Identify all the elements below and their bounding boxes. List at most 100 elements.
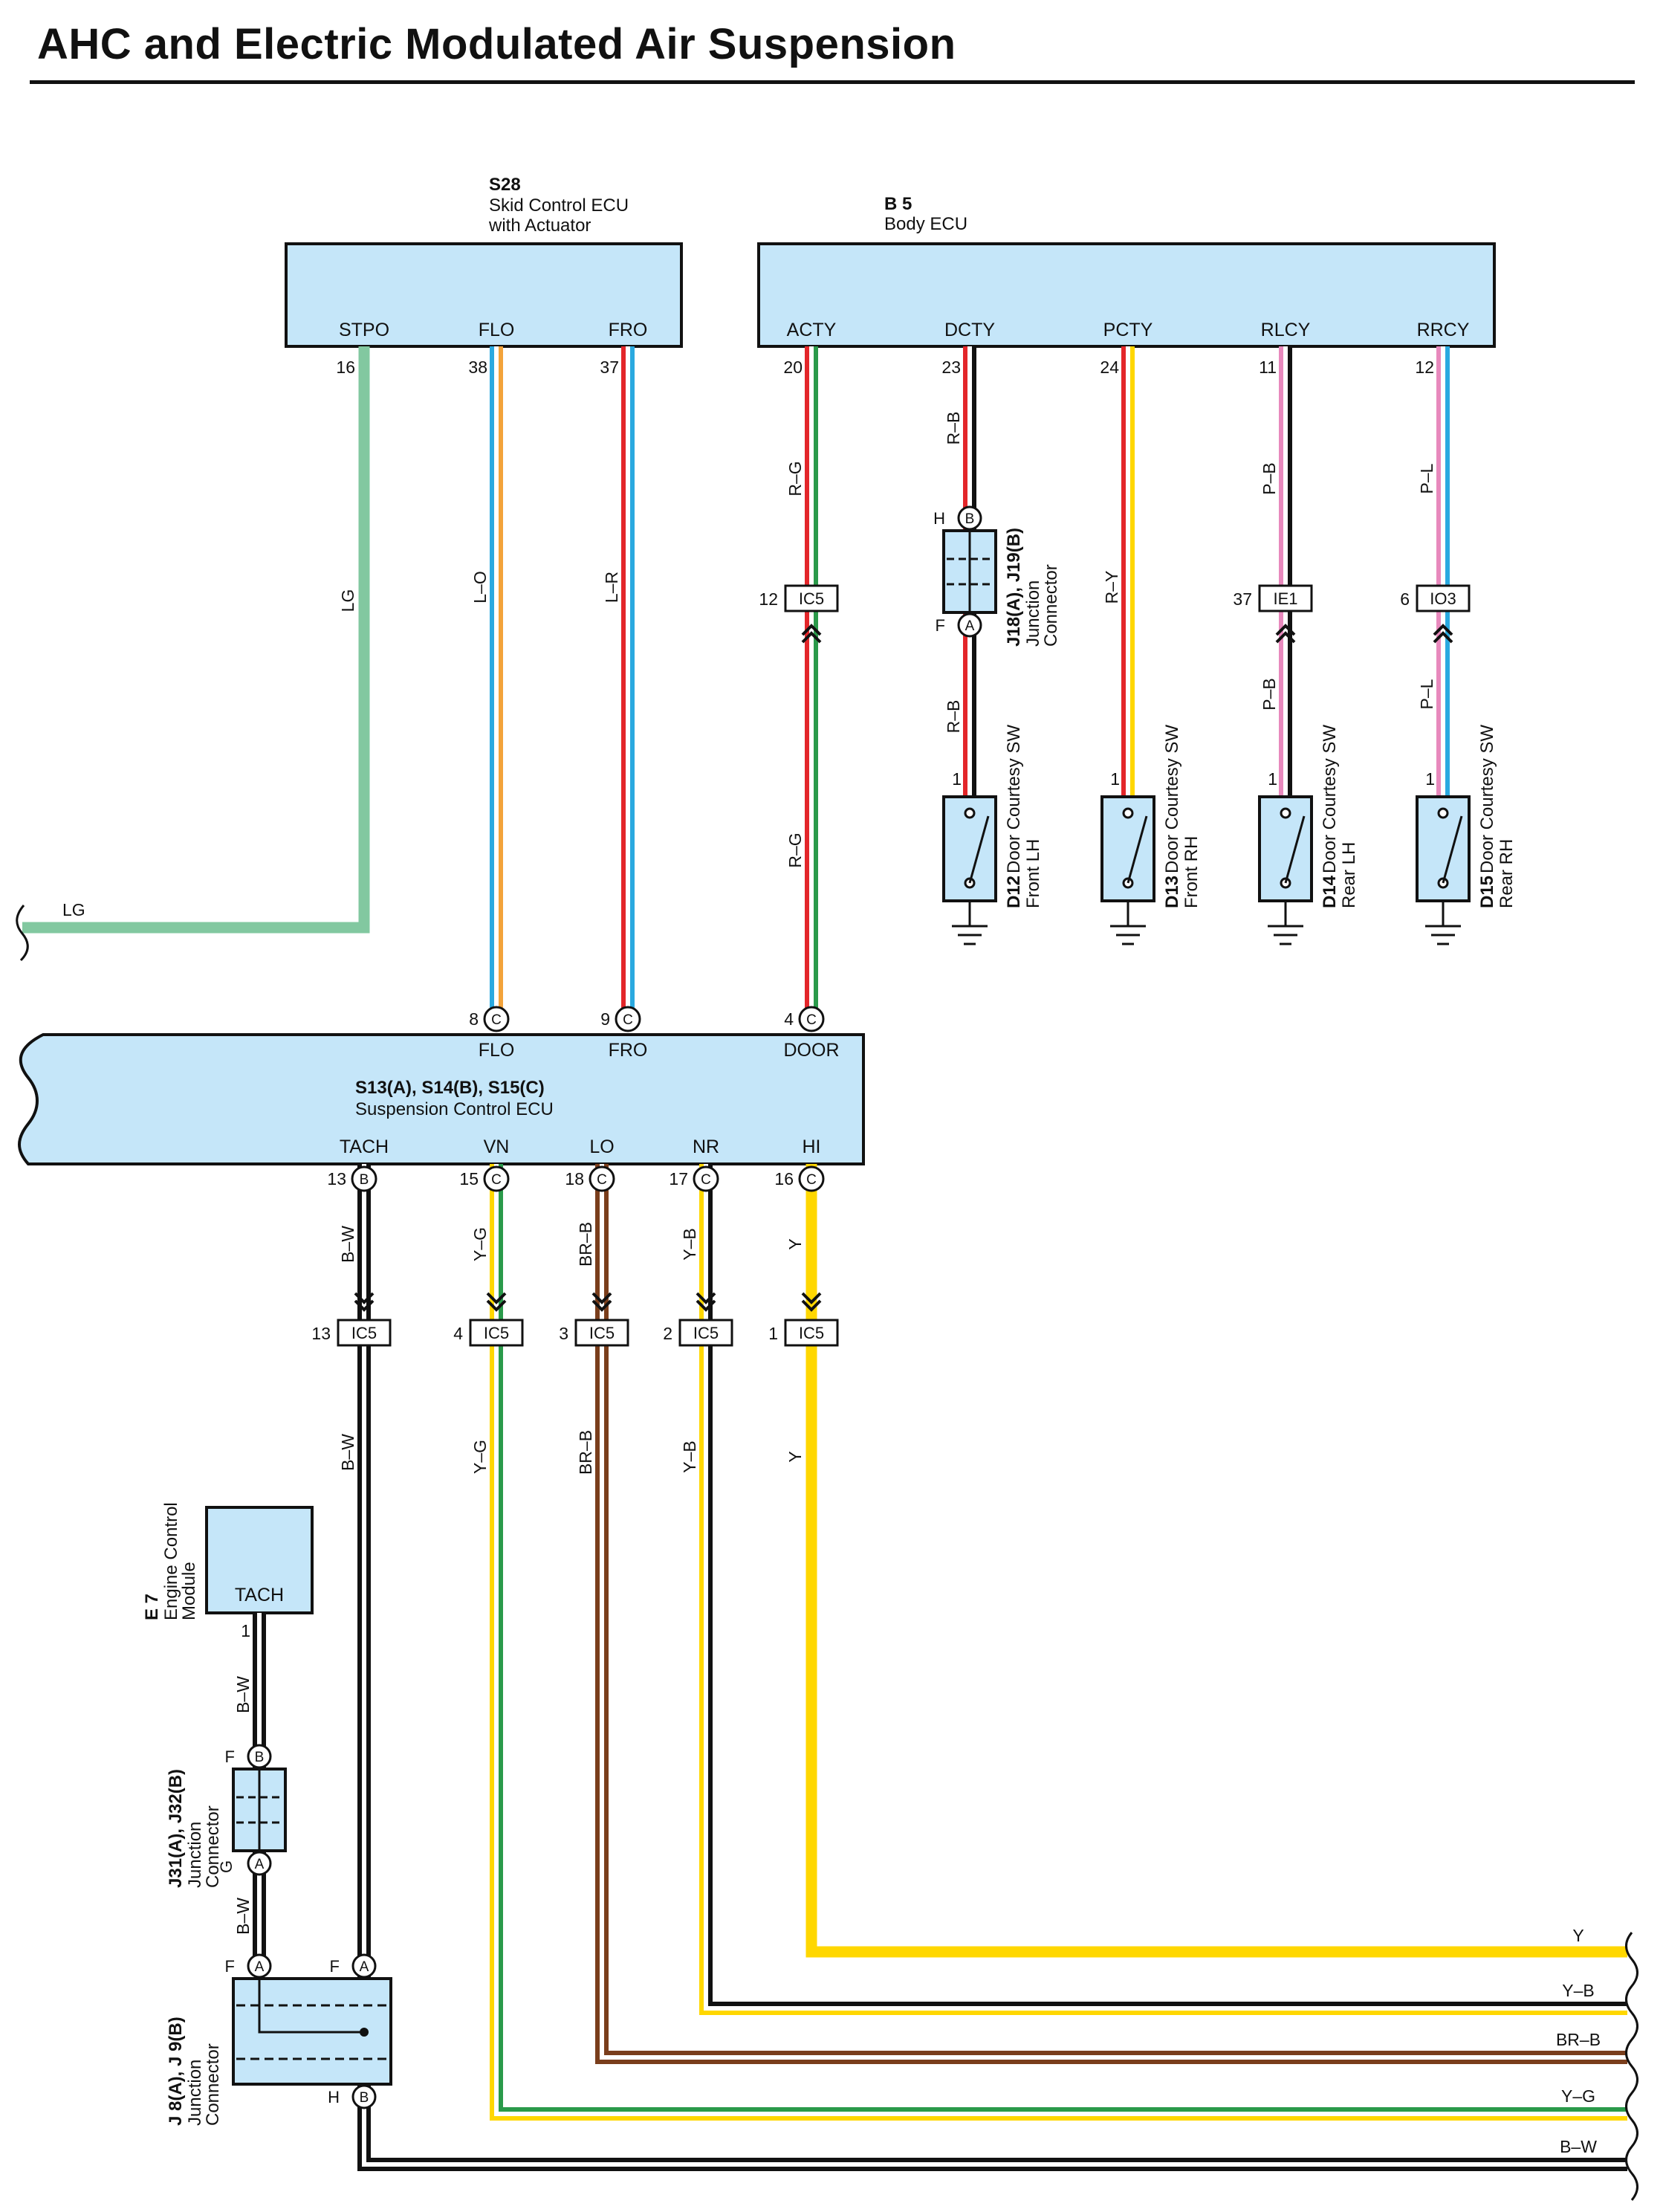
j8-junction-connector[interactable]: A F A F B H J 8(A), J 9(B) Junction Conn… [166,1953,392,2126]
svg-text:P–L: P–L [1417,679,1436,709]
d13-door-courtesy-switch[interactable]: 1 D13 Door Courtesy SW Front RH [1100,725,1202,945]
svg-text:F: F [225,1957,235,1976]
svg-text:DOOR: DOOR [784,1040,840,1061]
svg-text:C: C [806,1172,817,1188]
svg-text:IC5: IC5 [693,1324,719,1342]
svg-text:IC5: IC5 [799,1324,824,1342]
svg-text:Y–B: Y–B [680,1228,699,1260]
inline-connector-ic5-vn[interactable]: IC5 4 [453,1292,524,1347]
svg-text:Front LH: Front LH [1023,839,1043,908]
svg-text:Y–G: Y–G [470,1440,490,1474]
svg-text:1: 1 [768,1324,778,1343]
svg-text:C: C [491,1012,502,1028]
page-title: AHC and Electric Modulated Air Suspensio… [37,20,956,68]
inline-connector-ie1-rlcy[interactable]: IE1 37 [1233,584,1313,644]
svg-text:R–G: R–G [785,461,805,496]
svg-text:R–G: R–G [785,832,805,867]
svg-text:A: A [255,1857,265,1872]
svg-text:NR: NR [693,1136,719,1157]
svg-text:Rear RH: Rear RH [1497,839,1517,908]
svg-text:J18(A), J19(B): J18(A), J19(B) [1004,528,1024,647]
suspension-control-ecu[interactable]: S13(A), S14(B), S15(C) Suspension Contro… [18,1033,865,1165]
b5-body-ecu[interactable]: B 5 Body ECU ACTY DCTY PCTY RLCY RRCY [757,194,1496,348]
inline-connector-ic5-acty[interactable]: IC5 12 [759,584,839,644]
svg-text:B 5: B 5 [884,194,912,214]
svg-text:Module: Module [179,1562,199,1620]
svg-text:with Actuator: with Actuator [488,216,591,236]
svg-text:Front RH: Front RH [1181,836,1202,908]
s28-skid-control-ecu[interactable]: S28 Skid Control ECU with Actuator STPO … [285,175,683,348]
d14-door-courtesy-switch[interactable]: 1 D14 Door Courtesy SW Rear LH [1258,725,1359,945]
svg-text:B–W: B–W [338,1434,357,1471]
svg-text:Y: Y [785,1238,805,1249]
e7-pin-number: 1 [241,1621,250,1640]
ecu-bottom-connectors: B 13 C 15 C 18 C 17 C 16 [327,1165,825,1192]
d12-door-courtesy-switch[interactable]: 1 D12 Door Courtesy SW Front LH [942,725,1043,945]
svg-text:IC5: IC5 [589,1324,615,1342]
svg-text:Y–B: Y–B [680,1440,699,1472]
svg-text:D14: D14 [1320,875,1340,908]
svg-text:F: F [225,1747,235,1766]
svg-text:Junction: Junction [1023,581,1043,647]
svg-text:G: G [217,1860,236,1873]
svg-text:Connector: Connector [1041,564,1061,647]
j18-junction-connector[interactable]: B H A F J18(A), J19(B) Junction Connecto… [933,505,1061,647]
svg-text:IO3: IO3 [1430,589,1456,608]
svg-text:B–W: B–W [233,1676,253,1713]
b5-terminal-name: RLCY [1261,320,1311,340]
svg-text:Junction: Junction [185,2060,205,2126]
svg-text:Junction: Junction [185,1822,205,1888]
svg-text:Y–G: Y–G [1561,2086,1595,2106]
svg-text:Door Courtesy SW: Door Courtesy SW [1162,725,1182,873]
title-rule [30,80,1635,84]
svg-text:C: C [701,1172,711,1188]
svg-text:12: 12 [1415,358,1434,377]
wire-br-b-lo [595,1164,1627,2064]
svg-text:LG: LG [62,900,85,919]
svg-text:D12: D12 [1004,876,1024,908]
b5-terminal-name: PCTY [1103,320,1153,340]
svg-text:IC5: IC5 [351,1324,377,1342]
svg-text:L–O: L–O [470,571,490,603]
svg-text:2: 2 [663,1324,672,1343]
wire-l-o-flo [490,346,503,1020]
svg-text:L–R: L–R [602,572,621,603]
svg-text:1: 1 [952,769,962,789]
b5-pin-numbers: 20 23 24 11 12 [783,358,1434,377]
svg-text:Rear LH: Rear LH [1339,842,1359,908]
svg-text:D15: D15 [1477,876,1497,908]
inline-connector-ic5-nr[interactable]: IC5 2 [663,1292,733,1347]
svg-text:Door Courtesy SW: Door Courtesy SW [1320,725,1340,873]
svg-text:P–B: P–B [1260,462,1279,494]
inline-connector-ic5-hi[interactable]: IC5 1 [768,1292,839,1347]
inline-connector-ic5-tach[interactable]: IC5 13 [311,1292,392,1347]
svg-text:B–W: B–W [338,1226,357,1263]
svg-text:BR–B: BR–B [1556,2030,1601,2049]
svg-text:3: 3 [559,1324,568,1343]
svg-text:IE1: IE1 [1273,589,1297,608]
inline-connector-io3-rrcy[interactable]: IO3 6 [1400,584,1471,644]
wire-labels-vertical: LG L–O L–R R–G R–G R–B R–B R–Y P–B P–B P… [233,412,1436,1935]
inline-connector-ic5-lo[interactable]: IC5 3 [559,1292,629,1347]
svg-text:11: 11 [1259,358,1277,377]
svg-text:Connector: Connector [203,1805,223,1888]
svg-text:8: 8 [469,1009,479,1029]
svg-text:C: C [597,1172,607,1188]
svg-text:Y–G: Y–G [470,1227,490,1261]
svg-text:VN: VN [484,1136,510,1157]
svg-text:C: C [623,1012,633,1028]
j31-junction-connector[interactable]: B F A G J31(A), J32(B) Junction Connecto… [166,1744,287,1888]
d15-door-courtesy-switch[interactable]: 1 D15 Door Courtesy SW Rear RH [1416,725,1517,945]
ecu-top-connectors: C 8 C 9 C 4 [469,1006,825,1032]
svg-text:LO: LO [589,1136,614,1157]
svg-text:12: 12 [759,589,778,609]
svg-text:C: C [806,1012,817,1028]
svg-text:20: 20 [783,358,803,377]
svg-text:37: 37 [600,358,619,377]
svg-text:B: B [255,1750,265,1765]
s28-pin-numbers: 16 38 37 [336,358,619,377]
svg-text:P–L: P–L [1417,463,1436,494]
s28-terminal-name: FRO [609,320,648,340]
e7-engine-control-module[interactable]: TACH E 7 Engine Control Module [142,1502,314,1620]
svg-text:13: 13 [311,1324,331,1343]
